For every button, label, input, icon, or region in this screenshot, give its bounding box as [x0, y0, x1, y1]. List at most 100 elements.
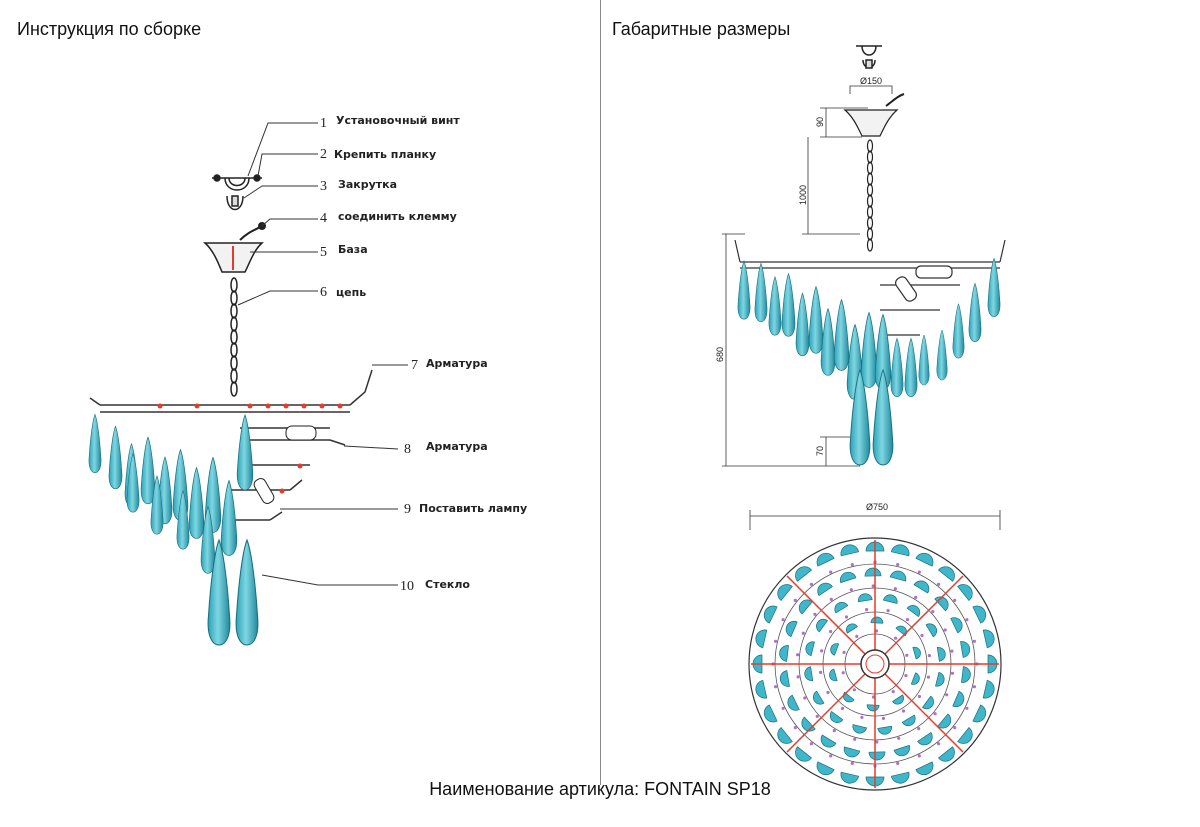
top-view-socket-dot [803, 696, 807, 700]
top-view-socket-dot [844, 615, 849, 619]
top-view-socket-dot [850, 563, 854, 567]
top-view-drop [957, 726, 973, 744]
dimension-chain-length: 1000 [798, 185, 808, 205]
chain [230, 277, 238, 397]
assembly-drawing: 1 Установочный винт 2 Крепить планку 3 З… [88, 114, 527, 646]
top-view-drop [906, 605, 921, 618]
top-view-socket-dot [905, 618, 910, 622]
top-view-drop [846, 623, 858, 634]
top-view-socket-dot [850, 761, 854, 766]
top-view-socket-dot [950, 649, 954, 653]
top-view-socket-dot [781, 618, 785, 622]
top-view-drop [864, 567, 882, 577]
top-view-drop [858, 593, 873, 603]
top-view-drop [785, 621, 798, 638]
callout-8: 8 Арматура [404, 440, 488, 457]
top-view-drop [817, 582, 833, 597]
top-view-drop [935, 671, 945, 687]
top-view-socket-dot [826, 690, 830, 695]
top-view-socket-dot [917, 570, 921, 574]
svg-text:6: 6 [320, 285, 327, 300]
top-view-drop [915, 761, 934, 776]
top-view-socket-dot [904, 674, 908, 678]
top-view-drop [840, 771, 860, 784]
top-view-socket-dot [829, 570, 833, 574]
top-view-socket-dot [809, 582, 814, 586]
top-view-socket-dot [829, 754, 833, 758]
callout-7: 7 Арматура [411, 357, 488, 373]
top-view-drop [882, 594, 898, 604]
top-view-drop [840, 544, 860, 557]
svg-text:Закрутка: Закрутка [338, 178, 397, 191]
svg-text:соединить клемму: соединить клемму [338, 210, 457, 223]
base-canopy [203, 222, 266, 273]
top-view-socket-dot [829, 629, 833, 634]
top-view-socket-dot [793, 726, 797, 730]
top-view-socket-dot [953, 726, 957, 730]
top-view-socket-dot [953, 598, 957, 603]
top-view-drop [834, 601, 849, 614]
top-view-socket-dot [914, 595, 918, 600]
top-view-drop [868, 751, 886, 761]
top-view-socket-dot [886, 609, 890, 613]
top-view-drop [890, 544, 910, 557]
callout-10: 10 Стекло [400, 578, 470, 594]
top-view-socket-dot [815, 714, 819, 719]
top-view-drop [787, 694, 800, 711]
top-view-socket-dot [796, 675, 800, 679]
top-view-socket-dot [965, 618, 969, 622]
top-view-socket-dot [917, 727, 921, 731]
top-view-drop [830, 643, 840, 656]
top-view-socket-dot [881, 716, 886, 721]
top-view-socket-dot [860, 715, 864, 720]
dimension-drop-height: 70 [815, 446, 825, 456]
top-view-socket-dot [931, 610, 935, 614]
top-view-socket-dot [917, 754, 921, 758]
top-view-socket-dot [774, 685, 778, 689]
svg-text:Арматура: Арматура [426, 440, 488, 453]
svg-text:1: 1 [320, 116, 327, 131]
top-view-drop [779, 670, 790, 687]
svg-text:8: 8 [404, 442, 411, 457]
top-view-drop [839, 571, 857, 584]
chain-side [866, 139, 874, 252]
top-view-socket-dot [893, 587, 897, 591]
top-view-drop [795, 746, 813, 762]
top-bracket [856, 45, 882, 69]
svg-text:цепь: цепь [336, 286, 366, 299]
top-view-drop [910, 672, 920, 685]
top-view-socket-dot [842, 650, 846, 655]
top-view-socket-dot [891, 690, 895, 694]
top-view-socket-dot [896, 563, 900, 567]
top-view-socket-dot [972, 639, 977, 643]
top-view-socket-dot [852, 688, 857, 692]
top-view-socket-dot [840, 706, 845, 711]
callout-6: 6 цепь [320, 285, 366, 300]
dimension-lines [722, 85, 1001, 530]
dimensions-title: Габаритные размеры [612, 19, 791, 39]
top-view-drop [915, 552, 934, 567]
frame-side [734, 239, 1006, 336]
top-view-socket-dot [801, 631, 805, 635]
top-view-socket-dot [809, 742, 814, 746]
top-view-drop [952, 690, 965, 707]
callout-4: 4 соединить клемму [320, 210, 457, 226]
svg-text:4: 4 [320, 211, 327, 226]
top-view-drop [777, 584, 793, 602]
top-view-drop [843, 746, 861, 758]
top-view-drop [890, 771, 910, 784]
top-view-drop [816, 618, 829, 633]
article-name: Наименование артикула: FONTAIN SP18 [429, 779, 771, 799]
top-view-drop [755, 679, 768, 699]
dimension-overall-diameter: Ø750 [866, 502, 888, 512]
top-view-drop [960, 641, 971, 658]
top-view-drop [937, 566, 955, 582]
top-view-drop [895, 625, 907, 637]
top-view-drop [912, 646, 921, 660]
top-view-socket-dot [897, 736, 901, 740]
top-view-socket-dot [937, 582, 941, 586]
top-view-drop [763, 605, 778, 624]
top-view-socket-dot [920, 633, 924, 638]
top-view-drop [795, 566, 813, 582]
